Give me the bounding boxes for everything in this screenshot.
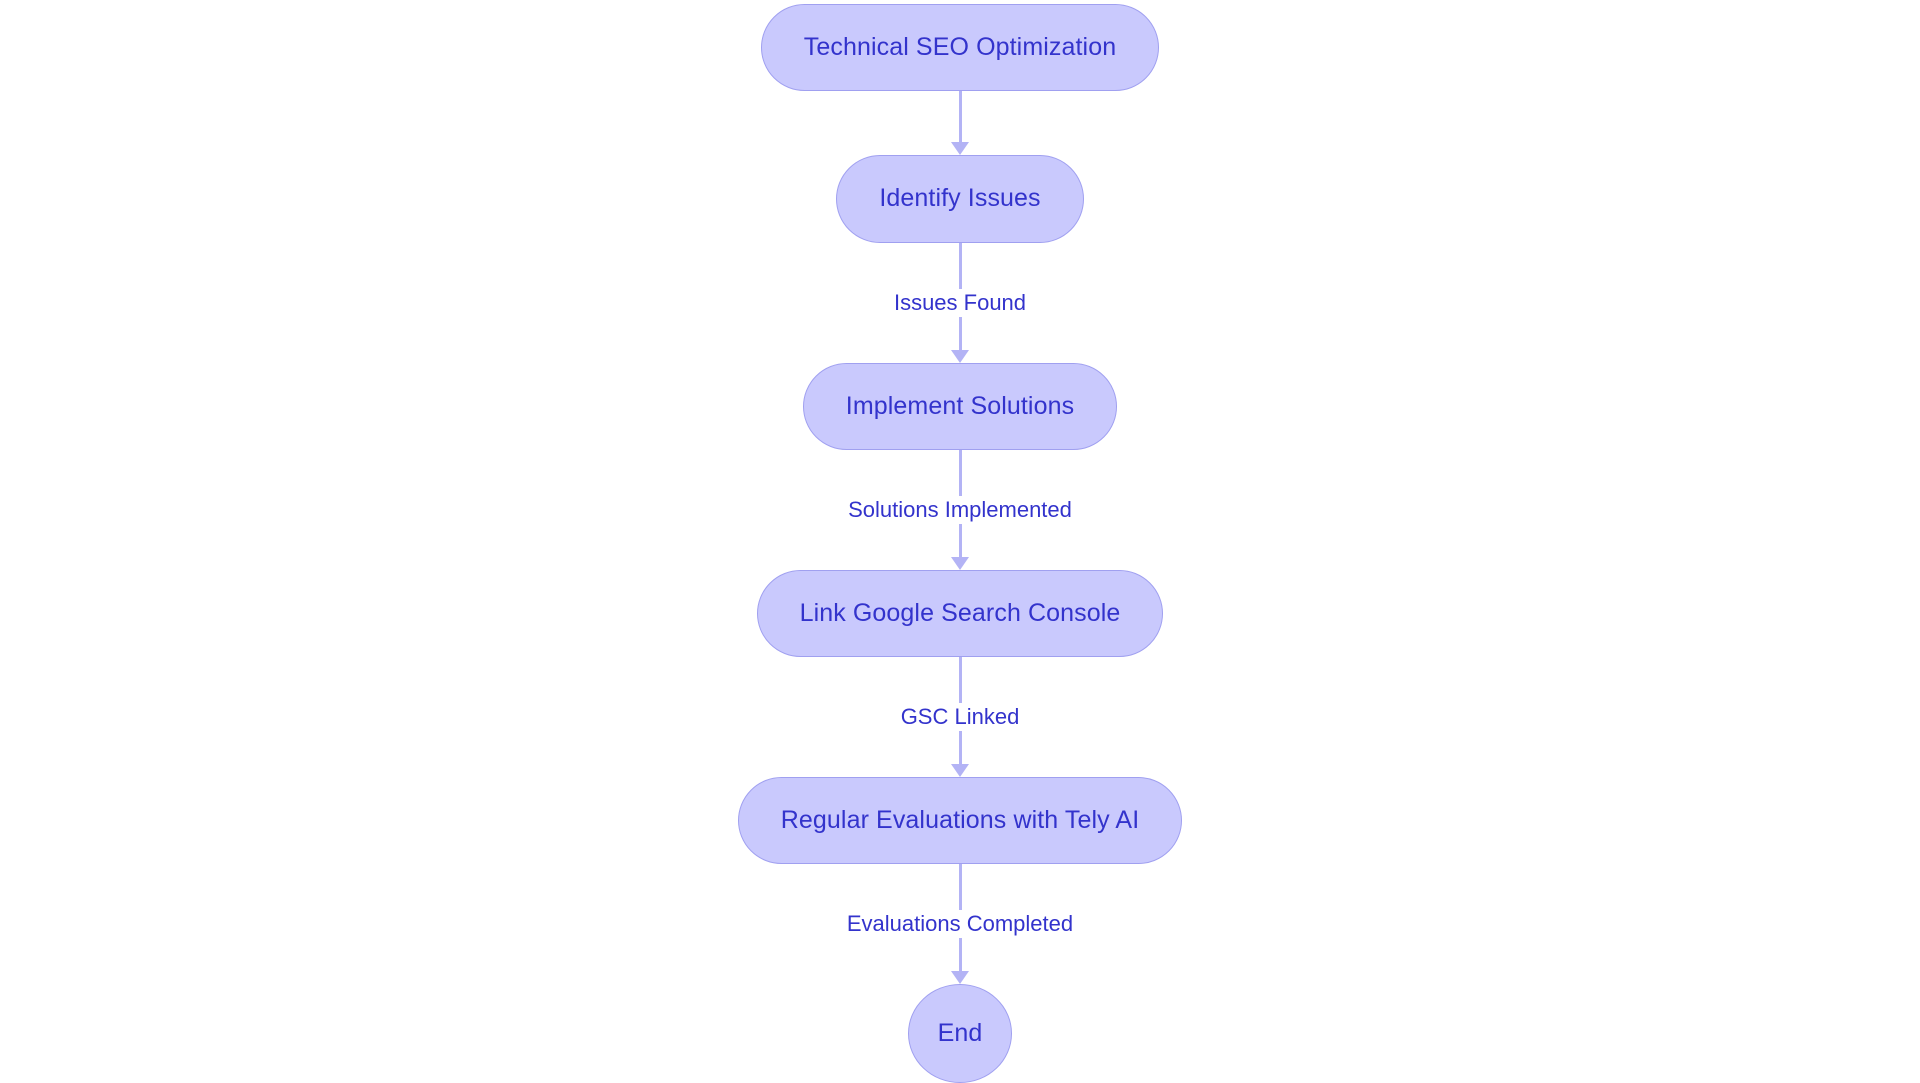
edge-line [958,316,962,351]
edge-arrowhead-icon [951,971,969,985]
edge-arrowhead-icon [951,142,969,156]
flow-edge-label-evaluations-completed: Evaluations Completed [840,910,1080,939]
edge-line [958,657,962,704]
flow-node-label: Regular Evaluations with Tely AI [780,806,1140,835]
flow-edge-n4-n5: GSC Linked [0,657,1920,778]
edge-line [958,242,962,289]
flow-node-implement-solutions[interactable]: Implement Solutions [802,362,1118,450]
flow-node-end[interactable]: End [908,984,1012,1083]
edge-line [958,731,962,766]
edge-line [958,449,962,496]
flow-edge-n5-n6: Evaluations Completed [0,864,1920,985]
flow-node-regular-evaluations-with-tely-ai[interactable]: Regular Evaluations with Tely AI [737,777,1183,865]
edge-line [958,91,962,144]
edge-arrowhead-icon [951,556,969,570]
edge-line [958,523,962,558]
flow-node-label: Link Google Search Console [799,598,1121,627]
flow-node-label: Implement Solutions [845,391,1075,420]
flow-node-label: End [937,1019,983,1048]
edge-line [958,864,962,911]
flow-edge-label-issues-found: Issues Found [887,288,1033,317]
edge-arrowhead-icon [951,349,969,363]
flow-edge-n1-n2 [0,91,1920,156]
edge-arrowhead-icon [951,764,969,778]
flow-edge-label-gsc-linked: GSC Linked [894,703,1026,732]
flow-edge-label-solutions-implemented: Solutions Implemented [842,495,1078,524]
flow-edge-n3-n4: Solutions Implemented [0,449,1920,570]
flow-node-label: Technical SEO Optimization [803,33,1117,62]
flow-node-label: Identify Issues [879,184,1041,213]
flow-edge-n2-n3: Issues Found [0,242,1920,363]
flow-node-identify-issues[interactable]: Identify Issues [836,155,1084,243]
edge-line [958,938,962,973]
flow-node-technical-seo-optimization[interactable]: Technical SEO Optimization [760,4,1160,92]
flow-node-link-google-search-console[interactable]: Link Google Search Console [756,569,1164,658]
